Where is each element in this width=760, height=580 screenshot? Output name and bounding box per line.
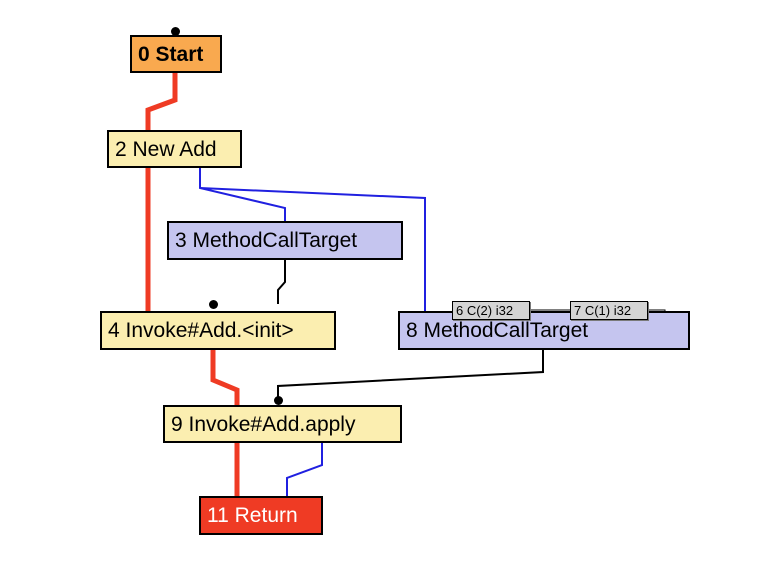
graph-node-0[interactable]: 0 Start <box>130 35 222 73</box>
graph-node-label-9: 9 Invoke#Add.apply <box>171 412 356 436</box>
edge-8-to-9 <box>277 350 544 400</box>
edge-9-to-11 <box>286 443 323 496</box>
graph-node-label-3: 3 MethodCallTarget <box>175 229 358 252</box>
graph-node-label-11: 11 Return <box>207 504 298 527</box>
graph-node-2[interactable]: 2 New Add <box>107 130 242 168</box>
anchor-dot-node-9 <box>274 396 283 405</box>
anchor-dot-node-4 <box>209 300 218 309</box>
graph-node-3[interactable]: 3 MethodCallTarget <box>167 221 403 260</box>
graph-node-label-4: 4 Invoke#Add.<init> <box>108 319 294 342</box>
graph-node-label-0: 0 Start <box>138 42 204 66</box>
graph-node-11[interactable]: 11 Return <box>199 496 323 535</box>
edge-3-to-4 <box>277 260 286 304</box>
edge-2-to-3 <box>199 168 286 221</box>
edge-0-to-2 <box>145 73 178 130</box>
graph-node-label-7: 7 C(1) i32 <box>574 303 632 318</box>
graph-node-label-8: 8 MethodCallTarget <box>406 319 589 342</box>
graph-node-4[interactable]: 4 Invoke#Add.<init> <box>100 311 336 350</box>
graph-node-6[interactable]: 6 C(2) i32 <box>452 301 530 320</box>
edge-4-to-9 <box>210 350 240 405</box>
graph-node-label-2: 2 New Add <box>115 137 217 161</box>
graph-node-label-6: 6 C(2) i32 <box>456 303 514 318</box>
anchor-dot-node-0 <box>171 27 180 36</box>
graph-node-9[interactable]: 9 Invoke#Add.apply <box>163 405 402 443</box>
graph-node-7[interactable]: 7 C(1) i32 <box>570 301 648 320</box>
